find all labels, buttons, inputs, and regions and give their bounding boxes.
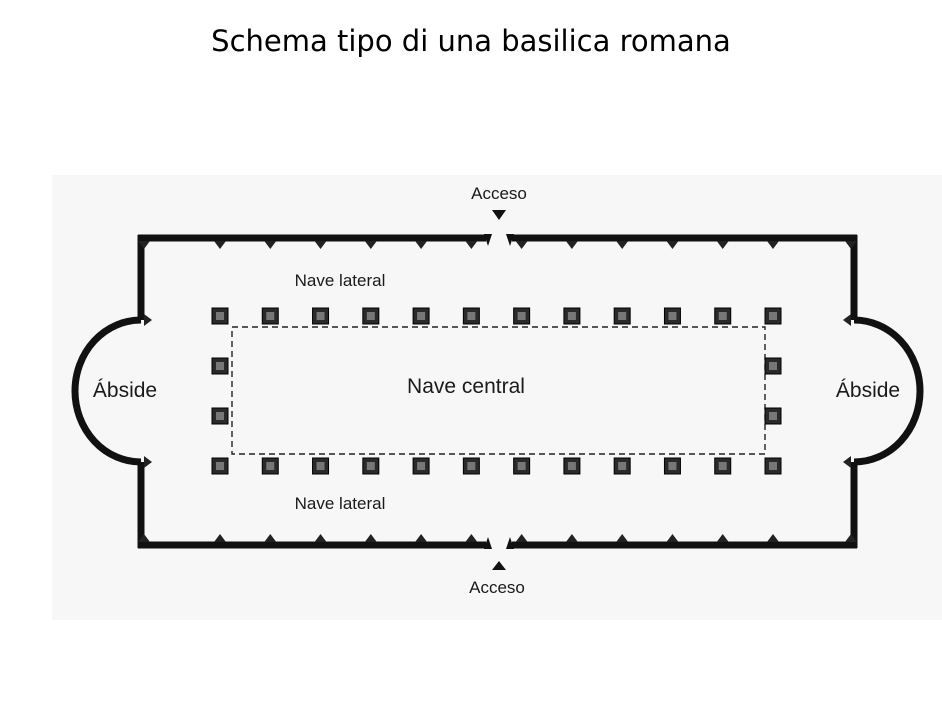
column-right-core <box>769 362 777 370</box>
column-top-core <box>769 312 777 320</box>
label-nave-lateral-top: Nave lateral <box>295 271 386 290</box>
pilaster-apse <box>144 314 152 326</box>
pilaster-bottom <box>616 534 629 542</box>
pilaster-top <box>364 241 377 249</box>
column-top-core <box>668 312 677 320</box>
door-jambs <box>484 234 514 549</box>
pilaster-apse <box>843 456 851 468</box>
entrance-top-arrow <box>492 210 506 220</box>
pilaster-top <box>214 241 226 249</box>
pilaster-bottom <box>666 534 679 542</box>
pilaster-bottom <box>314 534 327 542</box>
column-top-core <box>567 312 576 320</box>
pilaster-top <box>767 241 779 249</box>
column-top-core <box>266 312 275 320</box>
pilaster-apse <box>843 314 851 326</box>
pilaster-top <box>264 241 277 249</box>
colonnade <box>211 307 782 475</box>
pilaster-top <box>314 241 327 249</box>
column-bottom-core <box>266 462 275 470</box>
column-top-core <box>718 312 727 320</box>
pilaster-corner <box>845 534 857 542</box>
column-bottom-core <box>417 462 426 470</box>
wall-pilasters <box>138 241 857 542</box>
column-top-core <box>316 312 325 320</box>
slide-title: Schema tipo di una basilica romana <box>211 24 731 58</box>
label-nave-central: Nave central <box>407 375 525 398</box>
pilaster-bottom <box>465 534 478 542</box>
pilaster-bottom <box>716 534 729 542</box>
label-acceso-bottom: Acceso <box>469 578 525 597</box>
column-left-core <box>216 362 224 370</box>
pilaster-top <box>515 241 528 249</box>
column-bottom-core <box>567 462 576 470</box>
column-bottom-core <box>718 462 727 470</box>
column-top-core <box>417 312 426 320</box>
column-bottom-core <box>517 462 526 470</box>
column-bottom-core <box>316 462 325 470</box>
pilaster-bottom <box>364 534 377 542</box>
pilaster-bottom <box>415 534 428 542</box>
pilaster-top <box>666 241 679 249</box>
pilaster-top <box>616 241 629 249</box>
column-bottom-core <box>467 462 476 470</box>
outer-walls <box>71 234 924 549</box>
column-top-core <box>216 312 224 320</box>
column-bottom-core <box>769 462 777 470</box>
pilaster-bottom <box>214 534 226 542</box>
pilaster-top <box>465 241 478 249</box>
label-nave-lateral-bottom: Nave lateral <box>295 494 386 513</box>
pilaster-apse <box>144 456 152 468</box>
column-bottom-core <box>366 462 375 470</box>
pilaster-corner <box>138 241 150 249</box>
column-bottom-core <box>668 462 677 470</box>
pilaster-bottom <box>565 534 578 542</box>
column-bottom-core <box>216 462 224 470</box>
pilaster-bottom <box>515 534 528 542</box>
column-top-core <box>467 312 476 320</box>
column-right-core <box>769 412 777 420</box>
pilaster-corner <box>138 534 150 542</box>
entrance-bottom-arrow <box>492 561 506 570</box>
column-top-core <box>366 312 375 320</box>
pilaster-bottom <box>264 534 277 542</box>
column-left-core <box>216 412 224 420</box>
label-abside-left: Ábside <box>93 379 157 402</box>
pilaster-top <box>565 241 578 249</box>
pilaster-top <box>716 241 729 249</box>
pilaster-bottom <box>767 534 779 542</box>
pilaster-top <box>415 241 428 249</box>
label-abside-right: Ábside <box>836 379 900 402</box>
label-acceso-top: Acceso <box>471 184 527 203</box>
pilaster-corner <box>845 241 857 249</box>
column-top-core <box>517 312 526 320</box>
column-bottom-core <box>618 462 627 470</box>
column-top-core <box>618 312 627 320</box>
